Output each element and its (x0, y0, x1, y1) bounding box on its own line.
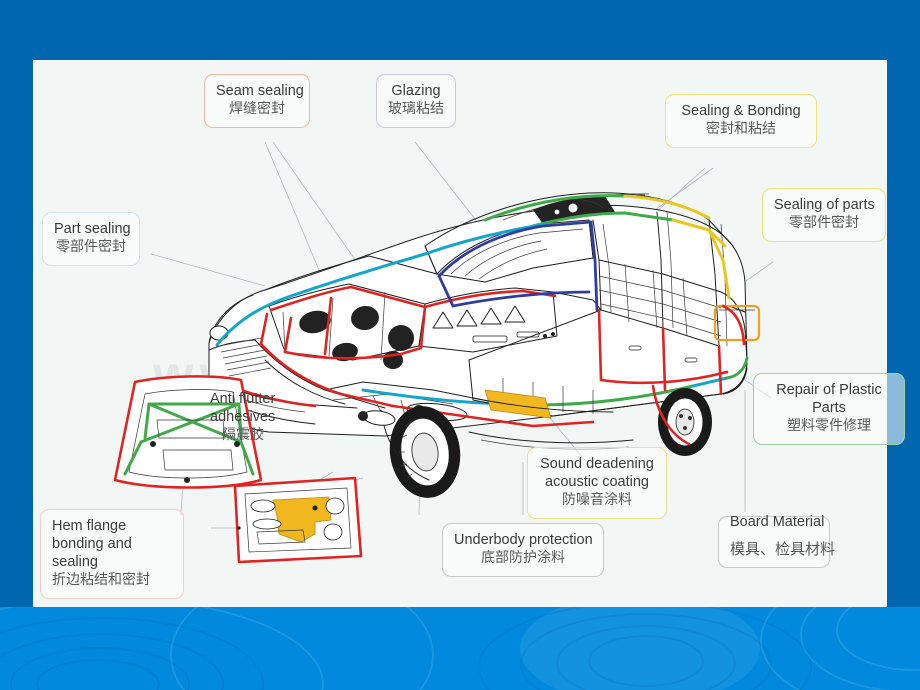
callout-repair-of-plastic-parts[interactable]: Repair of Plastic Parts 塑料零件修理 (753, 373, 905, 445)
callout-anti-flutter-adhesives-zh: 隔震胶 (222, 427, 264, 444)
callout-glazing[interactable]: Glazing 玻璃粘结 (376, 74, 456, 128)
callout-sound-deadening-acoustic-coating-zh: 防噪音涂料 (562, 492, 632, 509)
callout-seam-sealing[interactable]: Seam sealing 焊缝密封 (204, 74, 310, 128)
callout-repair-of-plastic-parts-en: Repair of Plastic Parts (776, 382, 882, 417)
callout-sealing-and-bonding-en: Sealing & Bonding (681, 103, 801, 119)
callout-repair-of-plastic-parts-zh: 塑料零件修理 (787, 418, 871, 435)
callout-board-material-zh: 模具、检具材料 (730, 540, 836, 559)
callout-sound-deadening-acoustic-coating-en: Sound deadening acoustic coating (540, 456, 654, 491)
callout-board-material[interactable]: Board Material 模具、检具材料 (718, 514, 836, 568)
callout-seam-sealing-zh: 焊缝密封 (229, 101, 285, 118)
callout-sealing-and-bonding[interactable]: Sealing & Bonding 密封和粘结 (665, 94, 817, 148)
callout-part-sealing-en: Part sealing (54, 221, 131, 237)
decorative-ripple-band (0, 607, 920, 690)
callout-underbody-protection[interactable]: Underbody protection 底部防护涂料 (442, 523, 604, 577)
callout-sound-deadening-acoustic-coating[interactable]: Sound deadening acoustic coating 防噪音涂料 (527, 447, 667, 519)
callout-sealing-and-bonding-zh: 密封和粘结 (706, 121, 776, 138)
car-body-cutaway-illustration: .ln{fill:none;stroke:#1f1f1f;stroke-widt… (113, 192, 761, 564)
callout-sealing-of-parts-zh: 零部件密封 (789, 215, 859, 232)
callout-part-sealing-zh: 零部件密封 (56, 239, 126, 256)
callout-sealing-of-parts[interactable]: Sealing of parts 零部件密封 (762, 188, 886, 242)
callout-hem-flange-bonding-and-sealing[interactable]: Hem flange bonding and sealing 折边粘结和密封 (40, 509, 184, 599)
callout-glazing-zh: 玻璃粘结 (388, 101, 444, 118)
callout-seam-sealing-en: Seam sealing (216, 83, 304, 99)
callout-underbody-protection-en: Underbody protection (454, 532, 593, 548)
callout-glazing-en: Glazing (391, 83, 441, 99)
callout-sealing-of-parts-en: Sealing of parts (774, 197, 875, 213)
callout-hem-flange-bonding-and-sealing-zh: 折边粘结和密封 (52, 572, 150, 589)
callout-anti-flutter-adhesives-en: Anti flutter adhesives (210, 391, 276, 426)
callout-part-sealing[interactable]: Part sealing 零部件密封 (42, 212, 140, 266)
callout-hem-flange-bonding-and-sealing-en: Hem flange bonding and sealing (52, 518, 132, 571)
callout-anti-flutter-adhesives[interactable]: Anti flutter adhesives 隔震胶 (210, 390, 308, 445)
callout-underbody-protection-zh: 底部防护涂料 (481, 550, 565, 567)
callout-board-material-en: Board Material (730, 514, 825, 530)
